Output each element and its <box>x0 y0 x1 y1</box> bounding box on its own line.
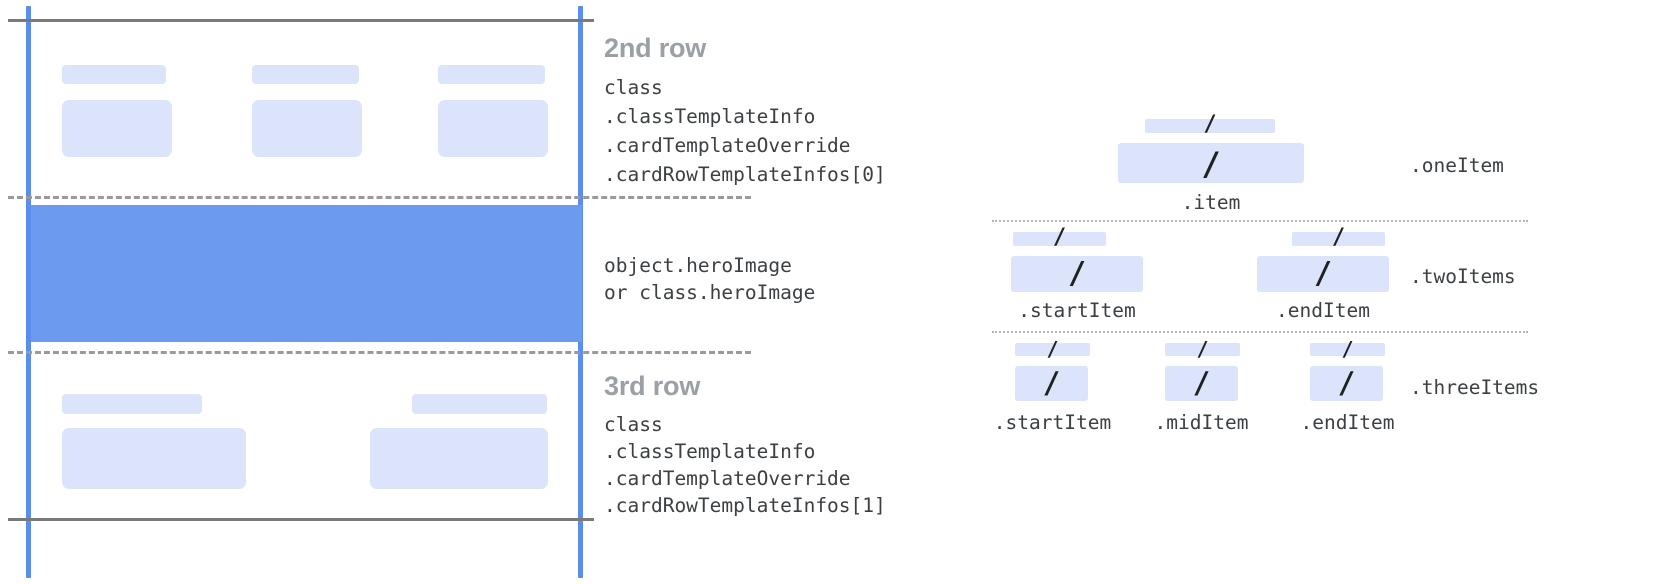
item-caption: .endItem <box>1300 411 1395 434</box>
second-row-code-line-2: .cardTemplateOverride <box>604 134 851 157</box>
item-caption: .item <box>1181 191 1241 214</box>
hero-code-line-1: or class.heroImage <box>604 281 816 304</box>
card-left-guide <box>26 6 31 578</box>
item-main-bar <box>1165 366 1238 401</box>
slash-glyph: / <box>1067 256 1087 291</box>
slash-glyph: / <box>1192 366 1211 400</box>
item-top-bar <box>1292 232 1385 246</box>
placeholder-bar <box>412 394 547 414</box>
group-label-two-items: .twoItems <box>1410 265 1516 288</box>
placeholder-box <box>62 428 246 489</box>
slash-glyph: / <box>1341 337 1354 361</box>
group-label-three-items: .threeItems <box>1410 376 1540 399</box>
item-top-bar <box>1145 119 1275 133</box>
hero-image-band <box>31 205 582 342</box>
group-label-one-item: .oneItem <box>1410 154 1504 177</box>
item-top-bar <box>1165 343 1240 356</box>
second-row-code-line-1: .classTemplateInfo <box>604 105 816 128</box>
placeholder-bar <box>252 65 359 84</box>
slash-glyph: / <box>1313 256 1333 291</box>
placeholder-box <box>62 100 172 157</box>
third-row-code-line-0: class <box>604 413 663 436</box>
third-row-code-line-2: .cardTemplateOverride <box>604 467 851 490</box>
third-row-code-line-1: .classTemplateInfo <box>604 440 816 463</box>
second-row-code-line-3: .cardRowTemplateInfos[0] <box>604 163 886 186</box>
item-top-bar <box>1015 343 1090 356</box>
slash-glyph: / <box>1042 366 1061 400</box>
placeholder-box <box>252 100 362 157</box>
slash-glyph: / <box>1331 225 1346 250</box>
second-row-code-line-0: class <box>604 76 663 99</box>
slash-glyph: / <box>1196 337 1209 361</box>
placeholder-bar <box>438 65 545 84</box>
slash-glyph: / <box>1046 337 1059 361</box>
item-main-bar <box>1310 366 1383 401</box>
item-top-bar <box>1013 232 1106 246</box>
second-row-title: 2nd row <box>604 33 707 63</box>
placeholder-box <box>438 100 548 157</box>
card-top-rule <box>8 19 594 22</box>
slash-glyph: / <box>1337 366 1356 400</box>
slash-glyph: / <box>1052 225 1067 250</box>
third-row-code-line-3: .cardRowTemplateInfos[1] <box>604 494 886 517</box>
item-main-bar <box>1011 256 1143 292</box>
item-caption: .endItem <box>1276 299 1370 322</box>
item-main-bar <box>1015 366 1088 401</box>
item-caption: .midItem <box>1154 411 1249 434</box>
card-bottom-rule <box>8 518 594 521</box>
placeholder-box <box>370 428 548 489</box>
item-top-bar <box>1310 343 1385 356</box>
hero-code-line-0: object.heroImage <box>604 254 792 277</box>
slash-glyph: / <box>1203 112 1217 137</box>
template-group-separator <box>992 331 1528 333</box>
row-separator-bottom <box>8 351 751 354</box>
slash-glyph: / <box>1201 145 1221 183</box>
item-caption: .startItem <box>993 411 1112 434</box>
template-group-separator <box>992 220 1528 222</box>
placeholder-bar <box>62 394 202 414</box>
item-main-bar <box>1257 256 1389 292</box>
row-separator-top <box>8 196 751 199</box>
placeholder-bar <box>62 65 166 84</box>
item-main-bar <box>1118 143 1304 183</box>
third-row-title: 3rd row <box>604 371 701 401</box>
item-caption: .startItem <box>1018 299 1136 322</box>
